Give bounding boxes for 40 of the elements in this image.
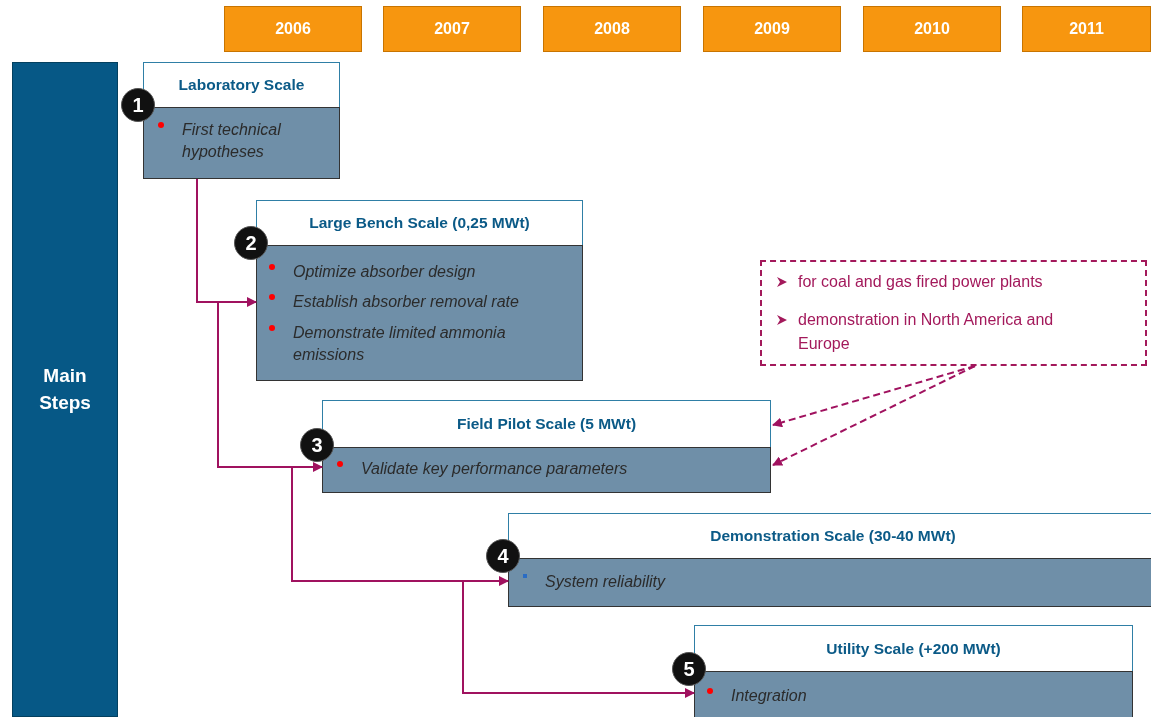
dashed-arrow [772, 365, 976, 466]
bullet-text: Optimize absorber design [293, 262, 477, 282]
connector-arrow [462, 580, 695, 698]
step-title: Laboratory Scale [178, 76, 305, 94]
connector-arrow [217, 301, 323, 472]
year-label: 2007 [434, 20, 470, 38]
connector-arrow [291, 466, 509, 586]
year-box [224, 6, 362, 52]
step-number-badge: 4 [486, 539, 520, 573]
step-title: Utility Scale (+200 MWt) [826, 639, 1001, 658]
step-number-badge: 3 [300, 428, 334, 462]
step-number-badge: 5 [672, 652, 706, 686]
year-label: 2010 [914, 20, 950, 38]
step-number-badge: 2 [234, 226, 268, 260]
year-box [543, 6, 681, 52]
bullet-text: Validate key performance parameters [361, 459, 629, 479]
bullet-text: Integration [731, 686, 808, 706]
bullet-text: Establish absorber removal rate [293, 292, 520, 312]
step-title: Large Bench Scale (0,25 MWt) [309, 214, 530, 232]
step-title: Field Pilot Scale (5 MWt) [456, 415, 637, 433]
dashed-arrow [772, 365, 976, 428]
year-box [703, 6, 841, 52]
dashed-note-box [760, 260, 1147, 366]
year-box [863, 6, 1001, 52]
year-box [383, 6, 521, 52]
year-label: 2008 [594, 20, 630, 38]
year-label: 2009 [754, 20, 790, 38]
note-text: demonstration in North America and Europe [798, 310, 1055, 354]
bullet-text: First technical hypotheses [182, 120, 282, 162]
year-box [1022, 6, 1151, 52]
bullet-text: Demonstrate limited ammonia emissions [293, 323, 507, 365]
step-number-badge: 1 [121, 88, 155, 122]
band-label: Main Steps [38, 363, 92, 415]
connector-arrow [196, 178, 257, 307]
year-label: 2011 [1069, 20, 1104, 38]
year-label: 2006 [275, 20, 311, 38]
step-title: Demonstration Scale (30-40 MWt) [710, 527, 956, 545]
bullet-text: System reliability [545, 572, 667, 592]
main-steps-band [12, 62, 118, 717]
note-text: for coal and gas fired power plants [798, 272, 1044, 292]
